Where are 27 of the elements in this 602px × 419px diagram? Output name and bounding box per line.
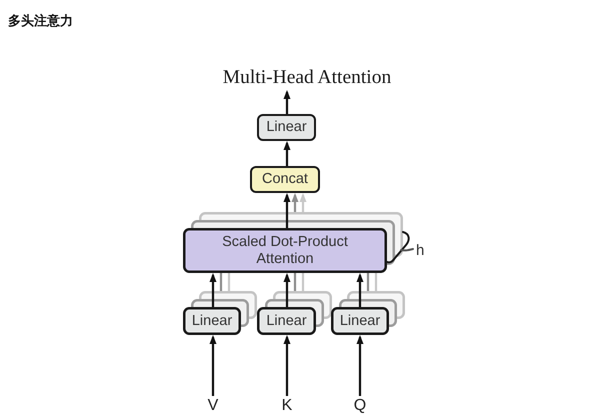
connector-line [228,273,230,291]
arrow [210,335,216,396]
arrow [292,193,298,212]
input-label: V [203,396,223,416]
connector-line [294,273,296,291]
arrow [284,273,290,291]
stacked-process-box: Linear [183,291,257,335]
arrow [356,335,364,396]
arrow [356,273,364,291]
input-label: Q [350,396,370,416]
connector-line [302,273,304,291]
arrow [284,90,290,114]
arrow [284,141,290,166]
connector-line [220,273,222,291]
arrow [300,193,306,212]
stacked-process-box: Linear [331,291,405,335]
annotation-label: h [416,242,424,259]
process-box: Linear [257,114,316,141]
input-label: K [277,396,297,416]
process-box: Concat [250,166,320,193]
connector-line [374,273,378,291]
connector-line [366,273,370,291]
arrow [284,335,290,396]
title: 多头注意力 [8,12,73,30]
arrow [210,273,216,291]
arrow [284,193,290,212]
output-label: Multi-Head Attention [207,66,407,90]
